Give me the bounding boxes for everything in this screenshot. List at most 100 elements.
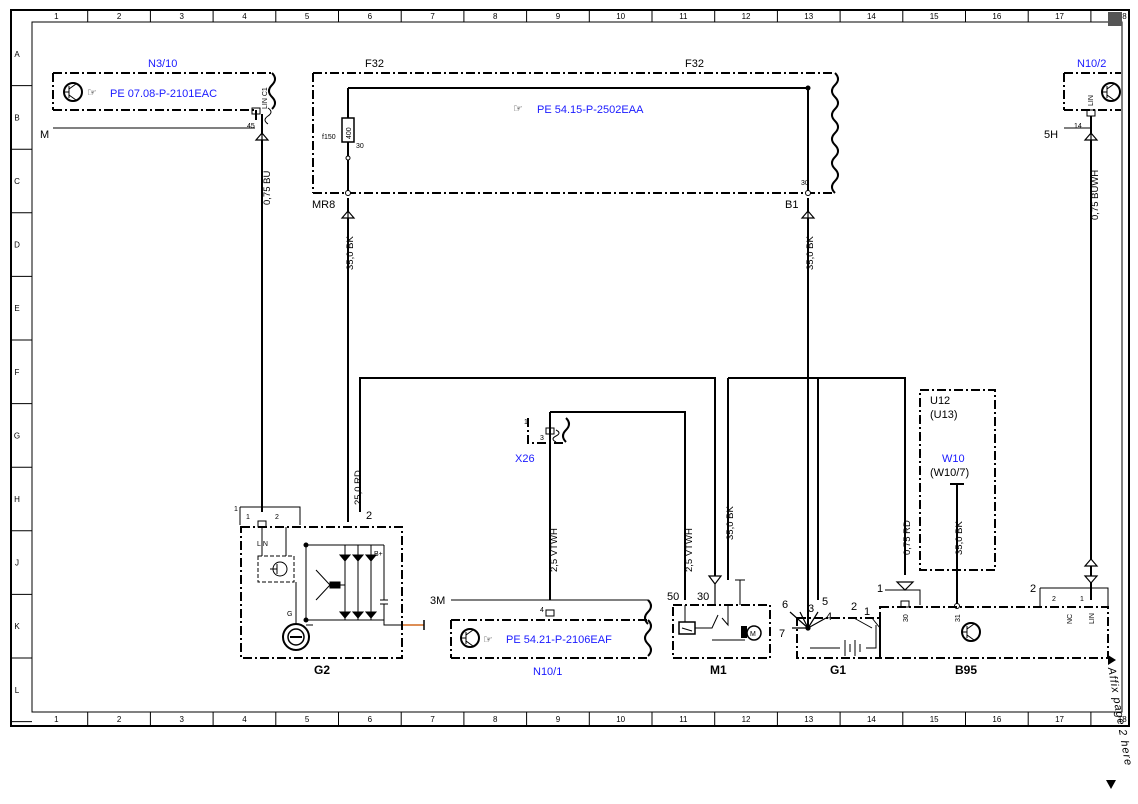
n10-2-pin-number: 14 xyxy=(1074,123,1082,130)
b95-label: B95 xyxy=(955,663,977,677)
grid-column-label: 3 xyxy=(180,12,185,21)
b95-pin31: 31 xyxy=(955,614,962,622)
b1-terminal xyxy=(805,190,811,196)
wire-label-w10: 35,0 BK xyxy=(954,521,965,555)
n3-10-module: N3/10 ☞ PE 07.08-P-2101EAC LIN C1 45 M xyxy=(40,58,276,141)
n3-10-reference-link[interactable]: PE 07.08-P-2101EAC xyxy=(110,88,217,100)
grid-column-label: 4 xyxy=(242,715,247,724)
connector-mr8: MR8 xyxy=(312,199,335,211)
b95-pin30: 30 xyxy=(903,614,910,622)
pointer-hand-icon[interactable]: ☞ xyxy=(87,87,97,99)
pointer-hand-icon[interactable]: ☞ xyxy=(513,103,523,115)
f32-fuse-terminal xyxy=(345,155,351,161)
grid-column-label: 7 xyxy=(430,12,435,21)
grid-column-label: 14 xyxy=(867,12,876,21)
n10-1-module: 3M 4 ☞ PE 54.21-P-2106EAF N10/1 xyxy=(430,595,652,678)
wire-label-m1b: 35,0 BK xyxy=(725,506,736,540)
b95-lin: LIN xyxy=(1089,613,1096,624)
mr8-terminal xyxy=(345,190,351,196)
transistor-icon xyxy=(270,561,288,577)
transistor-icon xyxy=(63,82,83,102)
generator-icon xyxy=(282,623,310,651)
g1-switch-lines xyxy=(853,617,881,629)
x26-outline xyxy=(527,418,566,444)
n10-2-pin-label: LIN xyxy=(1088,95,1095,106)
f32-outline xyxy=(312,72,835,194)
g1-pin2: 2 xyxy=(851,601,857,613)
fuse-label: f150 xyxy=(322,134,336,141)
f32-module: F32 F32 400 f150 30 30 MR8 B1 ☞ PE 54.15… xyxy=(312,58,839,211)
w10-alt-label: (W10/7) xyxy=(930,467,969,479)
g1-label: G1 xyxy=(830,663,846,677)
grid-column-label: 1 xyxy=(54,12,59,21)
grid-row-label: J xyxy=(15,559,19,568)
b95-sensor: 1 30 31 2 2 1 NC LIN B95 xyxy=(877,581,1116,677)
grid-column-label: 8 xyxy=(493,12,498,21)
g1-pin7: 7 xyxy=(779,628,785,640)
u12-alt-label: (U13) xyxy=(930,409,958,421)
wire-label-b1: 35,0 BK xyxy=(805,236,816,270)
grid-column-label: 3 xyxy=(180,715,185,724)
connector-arrow-icon xyxy=(800,210,816,225)
grid-row-label: K xyxy=(14,622,20,631)
wire-label-075bu: 0,75 BU xyxy=(262,171,273,205)
m1-switch-contacts xyxy=(684,605,745,641)
wire-label-mr8: 35,0 BK xyxy=(345,236,356,270)
star-junction-icon xyxy=(789,611,827,631)
grid-column-label: 7 xyxy=(430,715,435,724)
n10-1-pin-box xyxy=(545,609,555,617)
battery-cell-icon xyxy=(810,625,877,656)
n3-10-break xyxy=(268,72,276,110)
x26-connector: 1 3 X26 xyxy=(515,417,570,465)
grid-column-label: 2 xyxy=(117,12,122,21)
connector-arrow-icon xyxy=(340,210,356,225)
g2-pin2a: 2 xyxy=(275,514,279,521)
grid-column-label: 8 xyxy=(493,715,498,724)
grid-column-label: 12 xyxy=(742,715,751,724)
grid-column-label: 13 xyxy=(804,12,813,21)
g1-pin5: 5 xyxy=(822,596,828,608)
g1-pin1: 1 xyxy=(864,606,870,618)
grid-row-label: G xyxy=(14,431,20,440)
m1-terminal-post xyxy=(735,579,745,605)
n10-1-break xyxy=(644,619,652,657)
n10-2-module: N10/2 LIN 14 5H xyxy=(1044,58,1121,141)
g1-pin3: 3 xyxy=(808,603,814,615)
motor-icon: M xyxy=(746,625,762,641)
grid-column-label: 2 xyxy=(117,715,122,724)
grid-row-label: A xyxy=(14,50,20,59)
b95-nc: NC xyxy=(1067,614,1074,624)
arrow-down-icon xyxy=(1106,780,1116,789)
solenoid-icon xyxy=(678,621,696,635)
x26-coil-icon xyxy=(552,429,560,443)
grid-row-label: D xyxy=(14,241,20,250)
grid-column-label: 10 xyxy=(616,715,625,724)
m1-outline xyxy=(672,604,771,659)
wire-label-b95: 0,75 RD xyxy=(902,520,913,555)
b95-pin1: 1 xyxy=(877,583,883,595)
grid-column-label: 10 xyxy=(616,12,625,21)
g2-alternator: 1 1 2 2 LIN B+ G xyxy=(234,506,425,677)
wire-label-x26: 2,5 VTWH xyxy=(549,528,560,572)
wire-m1-to-b95 xyxy=(727,377,906,580)
grid-column-label: 12 xyxy=(742,12,751,21)
grid-column-label: 15 xyxy=(930,12,939,21)
g2-regulator-box xyxy=(257,555,295,583)
wire-g2-to-m1 xyxy=(359,377,716,580)
f32-reference-link[interactable]: PE 54.15-P-2502EAA xyxy=(537,104,644,116)
grid-column-label: 18 xyxy=(1118,715,1127,724)
wire-label-n10-2: 0,75 BUWH xyxy=(1090,170,1101,220)
f32-pin-30-right: 30 xyxy=(801,180,809,187)
transistor-icon xyxy=(460,628,480,648)
g1-outline xyxy=(796,617,881,659)
x26-pin3: 3 xyxy=(540,435,544,442)
b95-conn-1: 1 xyxy=(1080,596,1084,603)
g2-output-line xyxy=(380,545,420,626)
u12-module: U12 (U13) W10 (W10/7) xyxy=(919,389,996,571)
connector-arrow-icon xyxy=(707,575,723,605)
connector-arrow-icon xyxy=(254,132,270,147)
pointer-hand-icon[interactable]: ☞ xyxy=(483,634,493,646)
n10-1-reference-link[interactable]: PE 54.21-P-2106EAF xyxy=(506,634,612,646)
